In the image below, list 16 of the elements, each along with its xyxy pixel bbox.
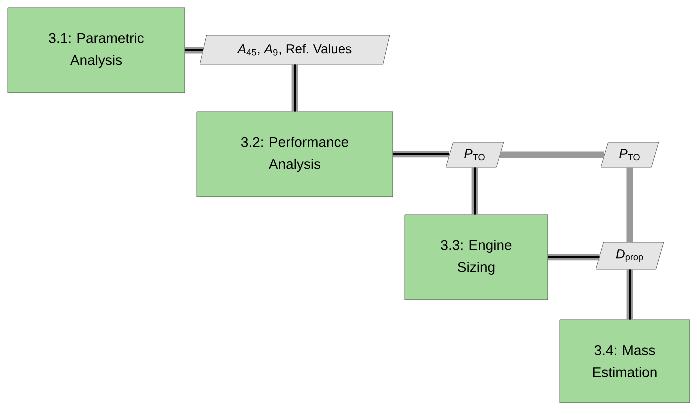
connector-line	[393, 151, 450, 158]
data-parallelogram: D$_{prop}$	[596, 242, 664, 270]
data-parallelogram: P$_{TO}$	[446, 142, 504, 168]
connector-line	[472, 168, 478, 215]
data-parallelogram: P$_{TO}$	[600, 142, 660, 168]
process-box: 3.1: Parametric Analysis	[8, 8, 186, 94]
data-parallelogram: A$_{45}$, A$_{9}$, Ref. Values	[200, 35, 390, 65]
connector-line	[500, 152, 605, 158]
connector-line	[626, 270, 634, 320]
connector-line	[548, 254, 600, 261]
process-box: 3.2: Performance Analysis	[196, 112, 394, 198]
process-box: 3.4: Mass Estimation	[560, 320, 690, 403]
process-box: 3.3: Engine Sizing	[404, 214, 548, 300]
connector-line	[292, 64, 298, 112]
connector-line	[185, 47, 204, 54]
connector-line	[626, 168, 634, 242]
